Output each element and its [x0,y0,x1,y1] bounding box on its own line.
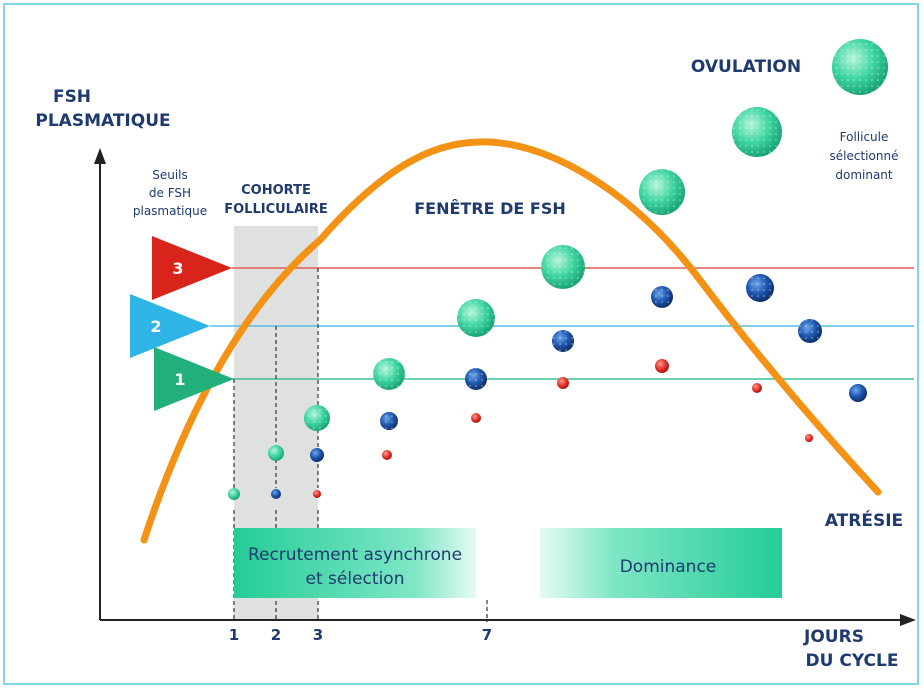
red-follicles [313,359,813,498]
red-follicle [382,450,392,460]
follicle-texture [639,169,685,215]
green-follicles [228,39,888,500]
y-axis-arrow-icon [94,148,106,164]
x-axis-arrow-icon [900,614,916,626]
fsh-window-label: FENÊTRE DE FSH [414,199,566,218]
threshold-label-1: 1 [174,370,185,389]
x-tick-7: 7 [482,626,492,644]
green-follicle [268,445,284,461]
threshold-triangle-1 [154,347,234,411]
y-axis-label-1: FSH [53,87,91,107]
red-follicle [805,434,813,442]
follicle-texture [798,319,822,343]
red-follicle [313,490,321,498]
follicle-texture [457,299,495,337]
follicle-texture [552,330,574,352]
green-follicle [228,488,240,500]
selected-follicle-label-1: Follicule [840,130,889,144]
thresholds-label-1: Seuils [152,168,188,182]
red-follicle [557,377,569,389]
follicle-texture [651,286,673,308]
follicle-texture [746,274,774,302]
blue-follicles [271,274,867,499]
follicle-texture [304,405,330,431]
follicle-texture [832,39,888,95]
threshold-triangle-2 [130,294,210,358]
cohort-label-1: COHORTE [241,183,311,198]
follicle-texture [465,368,487,390]
threshold-label-2: 2 [150,317,161,336]
recruitment-band [234,528,476,598]
atresia-label: ATRÉSIE [825,509,903,531]
follicle-texture [373,358,405,390]
cohort-label-2: FOLLICULAIRE [224,202,328,217]
follicle-texture [380,412,398,430]
frame-border [3,3,919,685]
fsh-curve [140,138,882,544]
ovulation-label: OVULATION [691,57,801,77]
selected-follicle-label-3: dominant [835,168,893,182]
red-follicle [655,359,669,373]
blue-follicle [310,448,324,462]
x-tick-2: 2 [271,626,281,644]
follicle-texture [541,245,585,289]
thresholds-label-2: de FSH [149,186,191,200]
y-axis-label-2: PLASMATIQUE [35,111,170,131]
recruitment-band-label-1: Recrutement asynchrone [248,545,462,565]
recruitment-band-label-2: et sélection [306,569,405,589]
blue-follicle [271,489,281,499]
dominance-band-label: Dominance [620,557,717,577]
follicle-texture [732,107,782,157]
thresholds-label-3: plasmatique [133,204,207,218]
x-tick-3: 3 [313,626,323,644]
x-axis-label-1: JOURS [803,627,864,647]
red-follicle [471,413,481,423]
red-follicle [752,383,762,393]
blue-follicle [849,384,867,402]
threshold-triangle-3 [152,236,232,300]
dominance-band [540,528,782,598]
x-axis-label-2: DU CYCLE [806,651,899,671]
x-tick-1: 1 [229,626,239,644]
selected-follicle-label-2: sélectionné [830,149,899,163]
threshold-label-3: 3 [172,259,183,278]
